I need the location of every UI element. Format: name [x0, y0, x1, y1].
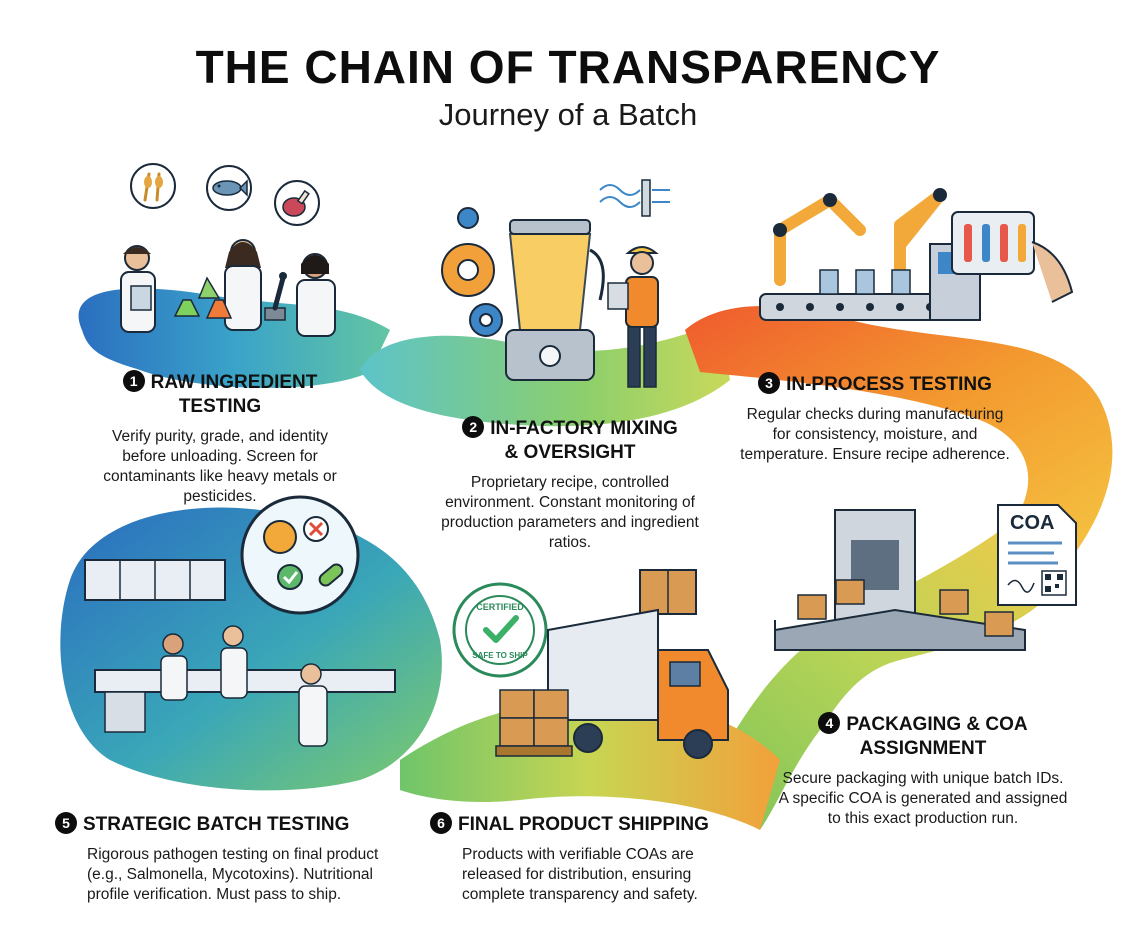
scientist-figure	[298, 663, 328, 747]
robot-arm-icon	[894, 188, 947, 281]
tablet-icon	[951, 211, 1074, 303]
scientists-icon	[120, 239, 336, 337]
coa-document-icon	[997, 504, 1077, 606]
scientist-figure	[160, 633, 188, 701]
scientist-figure	[296, 253, 336, 337]
step-number-badge: 5	[55, 812, 77, 834]
conveyor-icon	[759, 243, 981, 321]
scientist-figure	[197, 239, 262, 331]
wheat-icon	[130, 163, 176, 209]
gear-icon	[441, 243, 495, 297]
bacteria-icon	[263, 520, 344, 587]
step-description: Verify purity, grade, and identity befor…	[103, 428, 337, 505]
worker-icon	[607, 246, 659, 388]
page-title: THE CHAIN OF TRANSPARENCY	[195, 41, 941, 93]
meat-icon	[274, 180, 320, 226]
cross-icon	[303, 516, 329, 542]
blender-icon	[505, 219, 605, 381]
step-number-badge: 4	[818, 712, 841, 734]
robot-arm-icon	[773, 193, 866, 286]
qr-code-icon	[1041, 570, 1067, 596]
stamp-icon: CERTIFIED SAFE TO SHIP	[452, 582, 548, 678]
box-icon	[639, 569, 697, 615]
flask-icon	[173, 299, 233, 319]
page-subtitle: Journey of a Batch	[438, 97, 698, 132]
box-icon	[797, 594, 827, 620]
gear-icon	[469, 303, 503, 337]
stamp-top-text: CERTIFIED	[476, 602, 524, 612]
stamp-bottom-text: SAFE TO SHIP	[472, 651, 528, 660]
step-description: Secure packaging with unique batch IDs. …	[778, 770, 1068, 827]
fish-icon	[206, 165, 252, 211]
step-description: Proprietary recipe, controlled environme…	[441, 474, 699, 551]
petri-dish-icon	[240, 495, 360, 615]
box-icon	[984, 611, 1014, 637]
step-number-badge: 6	[430, 812, 452, 834]
gear-icon	[457, 207, 479, 229]
coa-label: COA	[1010, 512, 1055, 534]
scientist-figure	[220, 625, 248, 699]
lab-icon	[84, 559, 396, 747]
step-number-badge: 3	[758, 372, 781, 394]
check-icon	[277, 564, 303, 590]
step-number-badge: 1	[122, 370, 145, 392]
step-description: Regular checks during manufacturing for …	[740, 406, 1010, 463]
box-icon	[939, 589, 969, 615]
step-description: Products with verifiable COAs are releas…	[462, 846, 698, 903]
pallet-icon	[495, 689, 573, 757]
step-number-badge: 2	[462, 416, 485, 438]
microscope-icon	[264, 272, 287, 321]
truck-icon	[547, 608, 729, 759]
ribbon-step4	[700, 520, 1070, 830]
scientist-figure	[120, 245, 156, 333]
air-filter-icon	[599, 179, 670, 217]
box-icon	[835, 579, 865, 605]
ribbon-step3	[685, 306, 1113, 560]
step-description: Rigorous pathogen testing on final produ…	[87, 846, 379, 903]
